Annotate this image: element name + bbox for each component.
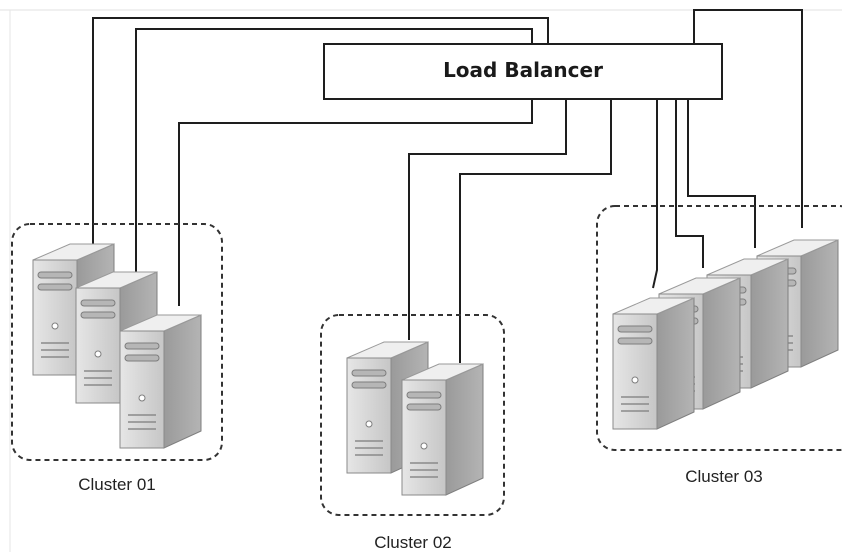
wire-cluster03-server1 — [652, 99, 658, 289]
wire-cluster02-server1 — [408, 99, 567, 340]
cluster-02-label: Cluster 02 — [374, 533, 451, 552]
connection-wires — [92, 9, 803, 363]
cluster-03-label: Cluster 03 — [685, 467, 762, 486]
cluster-03-boundary — [596, 205, 842, 451]
cluster-01-boundary — [11, 223, 223, 461]
wire-cluster03-server2 — [675, 99, 704, 268]
server-icon — [612, 297, 695, 430]
cluster-01-label: Cluster 01 — [78, 475, 155, 494]
load-balancer-label: Load Balancer — [443, 58, 603, 82]
wire-cluster01-server2 — [135, 28, 533, 285]
wire-cluster02-server2 — [459, 99, 612, 363]
load-balancer-box — [323, 43, 723, 100]
wire-cluster01-server1 — [92, 17, 549, 248]
wire-cluster03-server4 — [693, 9, 803, 228]
load-balancer: Load Balancer — [323, 43, 723, 100]
cluster-02-boundary — [320, 314, 505, 516]
server-icon — [401, 363, 484, 496]
wire-cluster01-server3 — [178, 99, 533, 306]
wire-cluster03-server3 — [687, 99, 756, 248]
server-icon — [119, 314, 202, 449]
